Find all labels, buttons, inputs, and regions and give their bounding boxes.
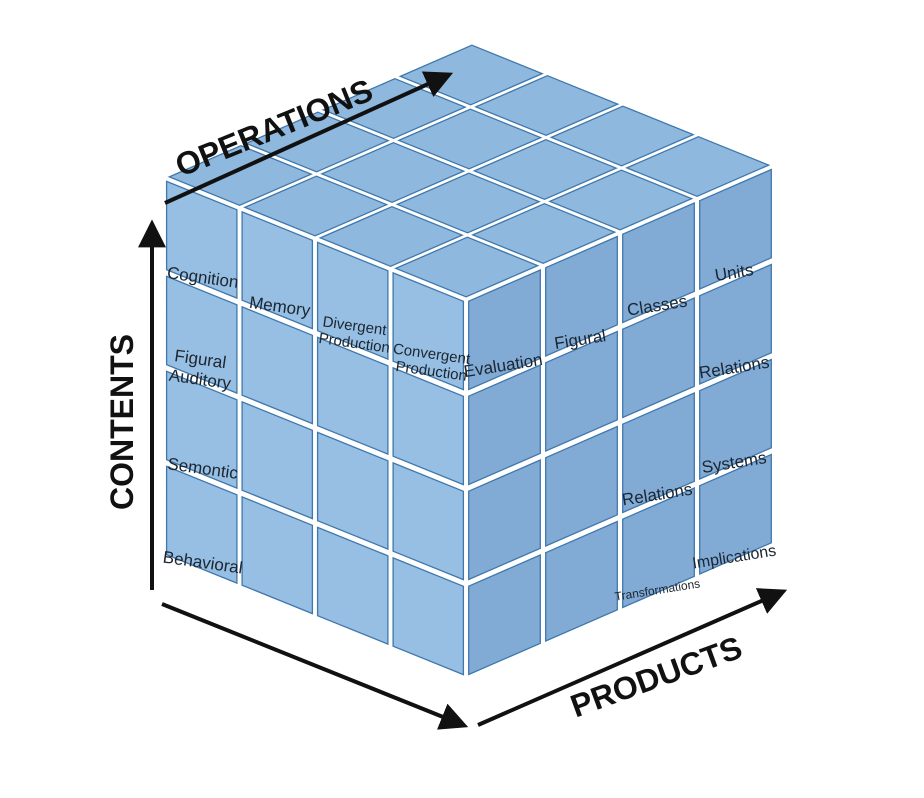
top-cell xyxy=(244,111,390,173)
left-cell xyxy=(316,241,389,361)
left-cell xyxy=(392,461,465,581)
top-cell xyxy=(167,144,313,207)
right-cell xyxy=(468,459,541,581)
left-cell xyxy=(165,465,238,585)
left-cell xyxy=(392,556,465,676)
top-cell xyxy=(474,74,620,137)
contents-axis-label: CONTENTS xyxy=(104,334,140,510)
left-cell xyxy=(241,210,314,330)
left-cell xyxy=(392,271,465,391)
top-cell xyxy=(471,202,617,265)
top-cell xyxy=(243,175,389,237)
left-cell xyxy=(241,400,314,520)
left-cell xyxy=(165,180,238,300)
right-cell xyxy=(545,330,618,452)
right-cell xyxy=(699,358,772,480)
right-cell xyxy=(468,554,541,676)
left-cell xyxy=(165,275,238,395)
right-cell xyxy=(545,520,618,642)
left-cell xyxy=(316,336,389,456)
left-cell xyxy=(316,431,389,551)
right-cell xyxy=(622,392,695,514)
right-cell xyxy=(622,487,695,609)
contents-products-arrow xyxy=(161,602,469,730)
right-cell xyxy=(545,235,618,357)
left-cell xyxy=(241,495,314,615)
top-cell xyxy=(394,236,540,298)
top-cell xyxy=(318,205,464,268)
right-cell xyxy=(468,364,541,486)
cube-cells xyxy=(165,44,772,676)
top-cell xyxy=(320,141,466,204)
top-cell xyxy=(625,135,771,198)
top-cell xyxy=(548,169,694,231)
right-cell xyxy=(699,453,772,575)
left-cell xyxy=(241,305,314,425)
right-cell xyxy=(622,297,695,419)
right-cell xyxy=(622,202,695,324)
top-cell xyxy=(472,138,618,201)
right-cell xyxy=(468,269,541,391)
products-arrow xyxy=(477,588,788,727)
top-cell xyxy=(549,105,695,167)
left-cell xyxy=(316,526,389,646)
right-cell xyxy=(699,263,772,385)
left-cell xyxy=(165,370,238,490)
top-cell xyxy=(397,108,543,170)
top-cell xyxy=(395,172,541,234)
right-cell xyxy=(545,425,618,547)
label-figural-auditory: Figural Auditory xyxy=(168,346,236,393)
left-cell xyxy=(392,366,465,486)
operations-arrow xyxy=(164,71,454,205)
right-cell xyxy=(699,168,772,290)
